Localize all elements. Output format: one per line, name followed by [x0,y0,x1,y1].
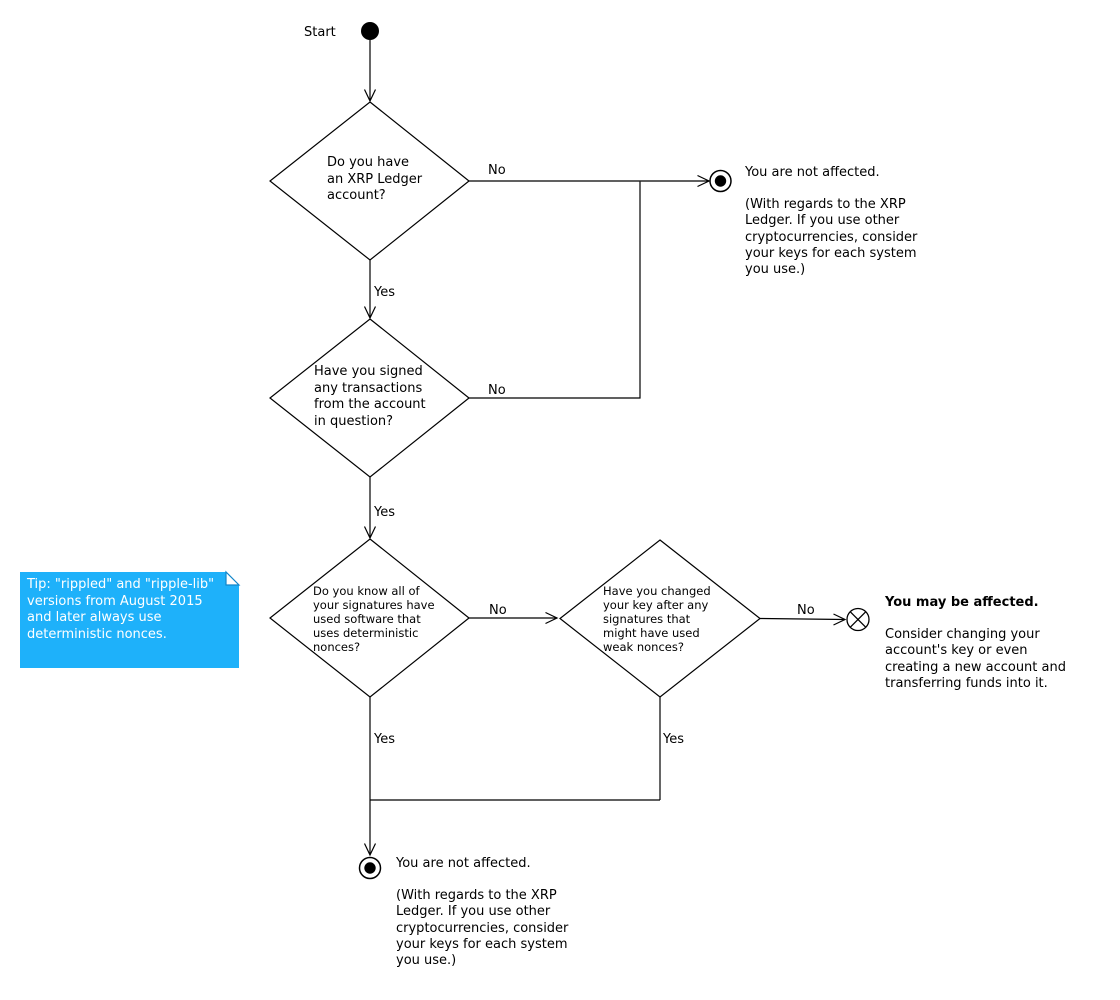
arrowhead-down [363,843,377,857]
edge-label-d4-no: No [797,603,815,618]
edge-label-d1-yes: Yes [374,285,395,300]
edge-d2-yes [363,477,377,540]
arrowhead-down [363,526,377,540]
edge-start-to-d1 [363,40,377,103]
edge-label-d1-no: No [488,163,506,178]
arrowhead-right [833,613,847,626]
terminate-node [846,607,870,632]
tip-note-text: Tip: "rippled" and "ripple-lib" versions… [27,577,215,642]
edge-label-d3-no: No [489,603,507,618]
arrowhead-down [363,89,377,103]
start-node [361,22,379,40]
arrowhead-down [363,306,377,320]
edge-d1-yes [363,260,377,320]
outcome-note: (With regards to the XRP Ledger. If you … [745,197,918,278]
edge-d3-d4-yes-merge [363,697,661,857]
edge-label-d4-yes: Yes [663,732,684,747]
decision-1-text: Do you have an XRP Ledger account? [327,155,423,203]
edge-label-d3-yes: Yes [374,732,395,747]
edge-label-d2-no: No [488,383,506,398]
tip-note-shape [20,570,241,668]
decision-4-text: Have you changed your key after any sign… [603,584,711,654]
decision-3-text: Do you know all of your signatures have … [313,584,435,654]
arrowhead-right [697,174,711,188]
outcome-note: (With regards to the XRP Ledger. If you … [396,888,569,969]
edge-d2-no [469,181,641,399]
end-node-bottom [358,856,382,880]
edge-label-d2-yes: Yes [374,505,395,520]
edge-d4-no [759,613,847,626]
end-node-top [709,169,732,193]
arrowhead-right [545,611,559,625]
outcome-title: You are not affected. [745,165,880,180]
outcome-note: Consider changing your account's key or … [885,627,1066,691]
start-label: Start [304,25,336,40]
edge-d3-no [469,611,559,625]
outcome-title: You may be affected. [885,595,1039,610]
decision-2-text: Have you signed any transactions from th… [314,364,426,429]
outcome-title: You are not affected. [396,856,531,871]
edge-d1-no [469,174,711,188]
